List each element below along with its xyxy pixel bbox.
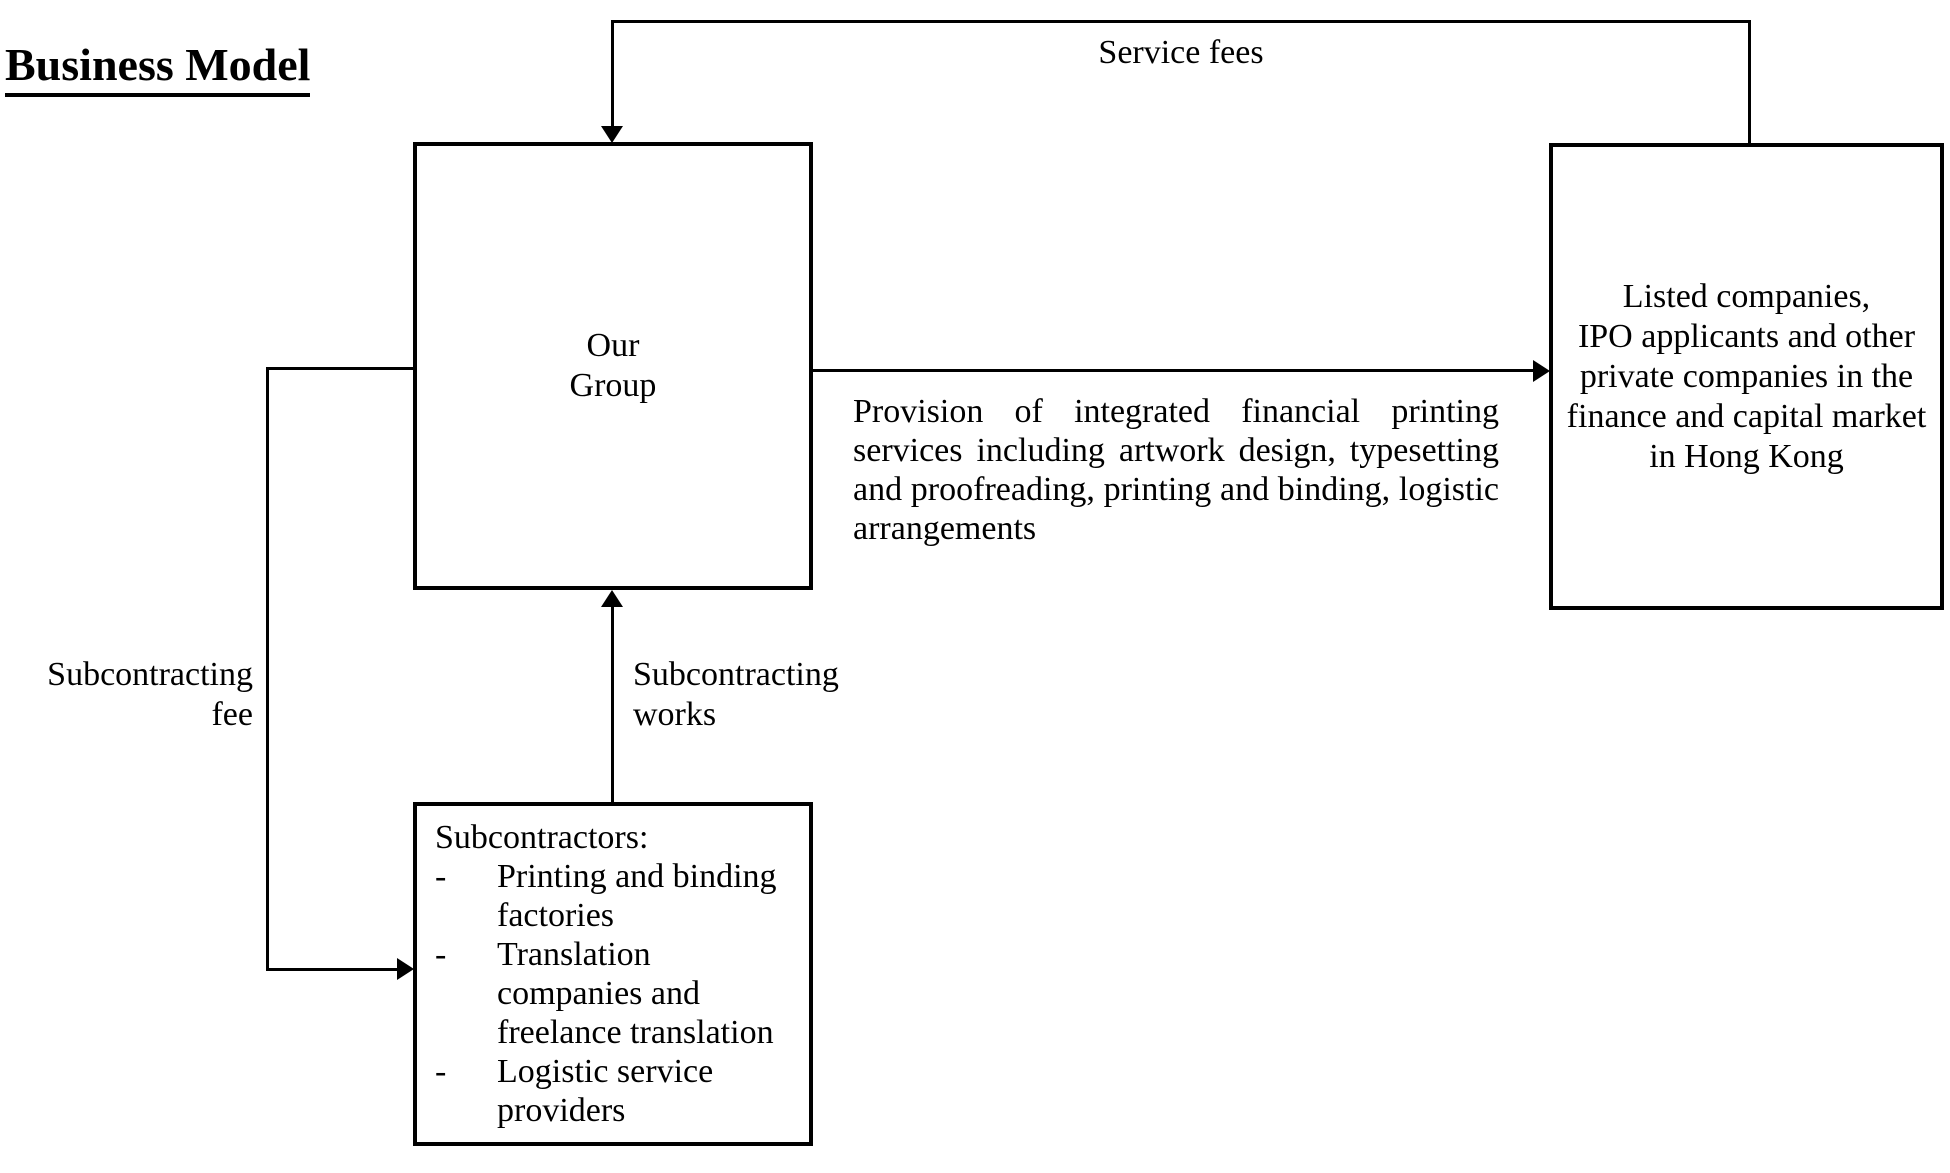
our-group-box: Our Group: [413, 142, 813, 590]
clients-line: finance and capital market: [1566, 397, 1927, 435]
subcontractor-item: - Logistic service providers: [435, 1052, 799, 1130]
subcontracting-fee-label-line: Subcontracting: [47, 656, 253, 693]
hyphen-bullet: -: [435, 1053, 447, 1090]
arrowhead-up-icon: [601, 590, 623, 607]
subcontractor-item-line: companies and: [497, 975, 700, 1012]
page-title: Business Model: [5, 42, 311, 97]
subcontractors-box: Subcontractors: - Printing and binding f…: [413, 802, 813, 1146]
subcontracting-fee-label: Subcontracting fee: [41, 655, 253, 735]
clients-line: IPO applicants and other: [1577, 317, 1916, 355]
subcontracting-works-label: Subcontracting works: [633, 655, 883, 735]
provision-label-line: services including artwork design, types…: [853, 432, 1499, 469]
subcontractor-item: - Printing and binding factories: [435, 857, 799, 935]
service-fees-line-right-vertical: [1748, 20, 1751, 143]
subcontracting-fee-line-bottom: [266, 968, 399, 971]
service-fees-label: Service fees: [1098, 34, 1264, 71]
arrowhead-right-icon: [1533, 360, 1550, 382]
subcontracting-fee-line-top: [266, 367, 413, 370]
hyphen-bullet: -: [435, 936, 447, 973]
our-group-line: Group: [569, 367, 657, 404]
clients-line: in Hong Kong: [1649, 437, 1844, 475]
subcontracting-fee-line-vertical: [266, 367, 269, 971]
provision-arrow-line: [813, 369, 1535, 372]
clients-line: Listed companies,: [1622, 277, 1871, 315]
subcontracting-works-line: [611, 605, 614, 802]
service-fees-line-left-vertical: [611, 20, 614, 128]
hyphen-bullet: -: [435, 858, 447, 895]
provision-label-line: Provision of integrated financial printi…: [853, 393, 1499, 430]
provision-label-line: and proofreading, printing and binding, …: [853, 471, 1499, 508]
subcontractor-item-line: providers: [497, 1092, 626, 1129]
arrowhead-right-icon: [397, 958, 414, 980]
provision-label: Provision of integrated financial printi…: [853, 392, 1499, 548]
subcontracting-works-label-line: works: [633, 696, 717, 733]
subcontracting-fee-label-line: fee: [211, 696, 253, 733]
subcontractor-item-line: Translation: [497, 936, 651, 973]
subcontractors-heading: Subcontractors:: [435, 819, 649, 856]
subcontractor-item-line: freelance translation: [497, 1014, 774, 1051]
subcontractor-item-line: Logistic service: [497, 1053, 714, 1090]
provision-label-line: arrangements: [853, 510, 1037, 547]
service-fees-line-horizontal: [611, 20, 1751, 23]
subcontractor-item: - Translation companies and freelance tr…: [435, 935, 799, 1052]
subcontractor-item-line: Printing and binding: [497, 858, 777, 895]
clients-box: Listed companies, IPO applicants and oth…: [1549, 143, 1944, 610]
subcontracting-works-label-line: Subcontracting: [633, 656, 839, 693]
clients-line: private companies in the: [1579, 357, 1914, 395]
subcontractor-item-line: factories: [497, 897, 615, 934]
our-group-line: Our: [586, 327, 640, 364]
arrowhead-down-icon: [601, 126, 623, 143]
